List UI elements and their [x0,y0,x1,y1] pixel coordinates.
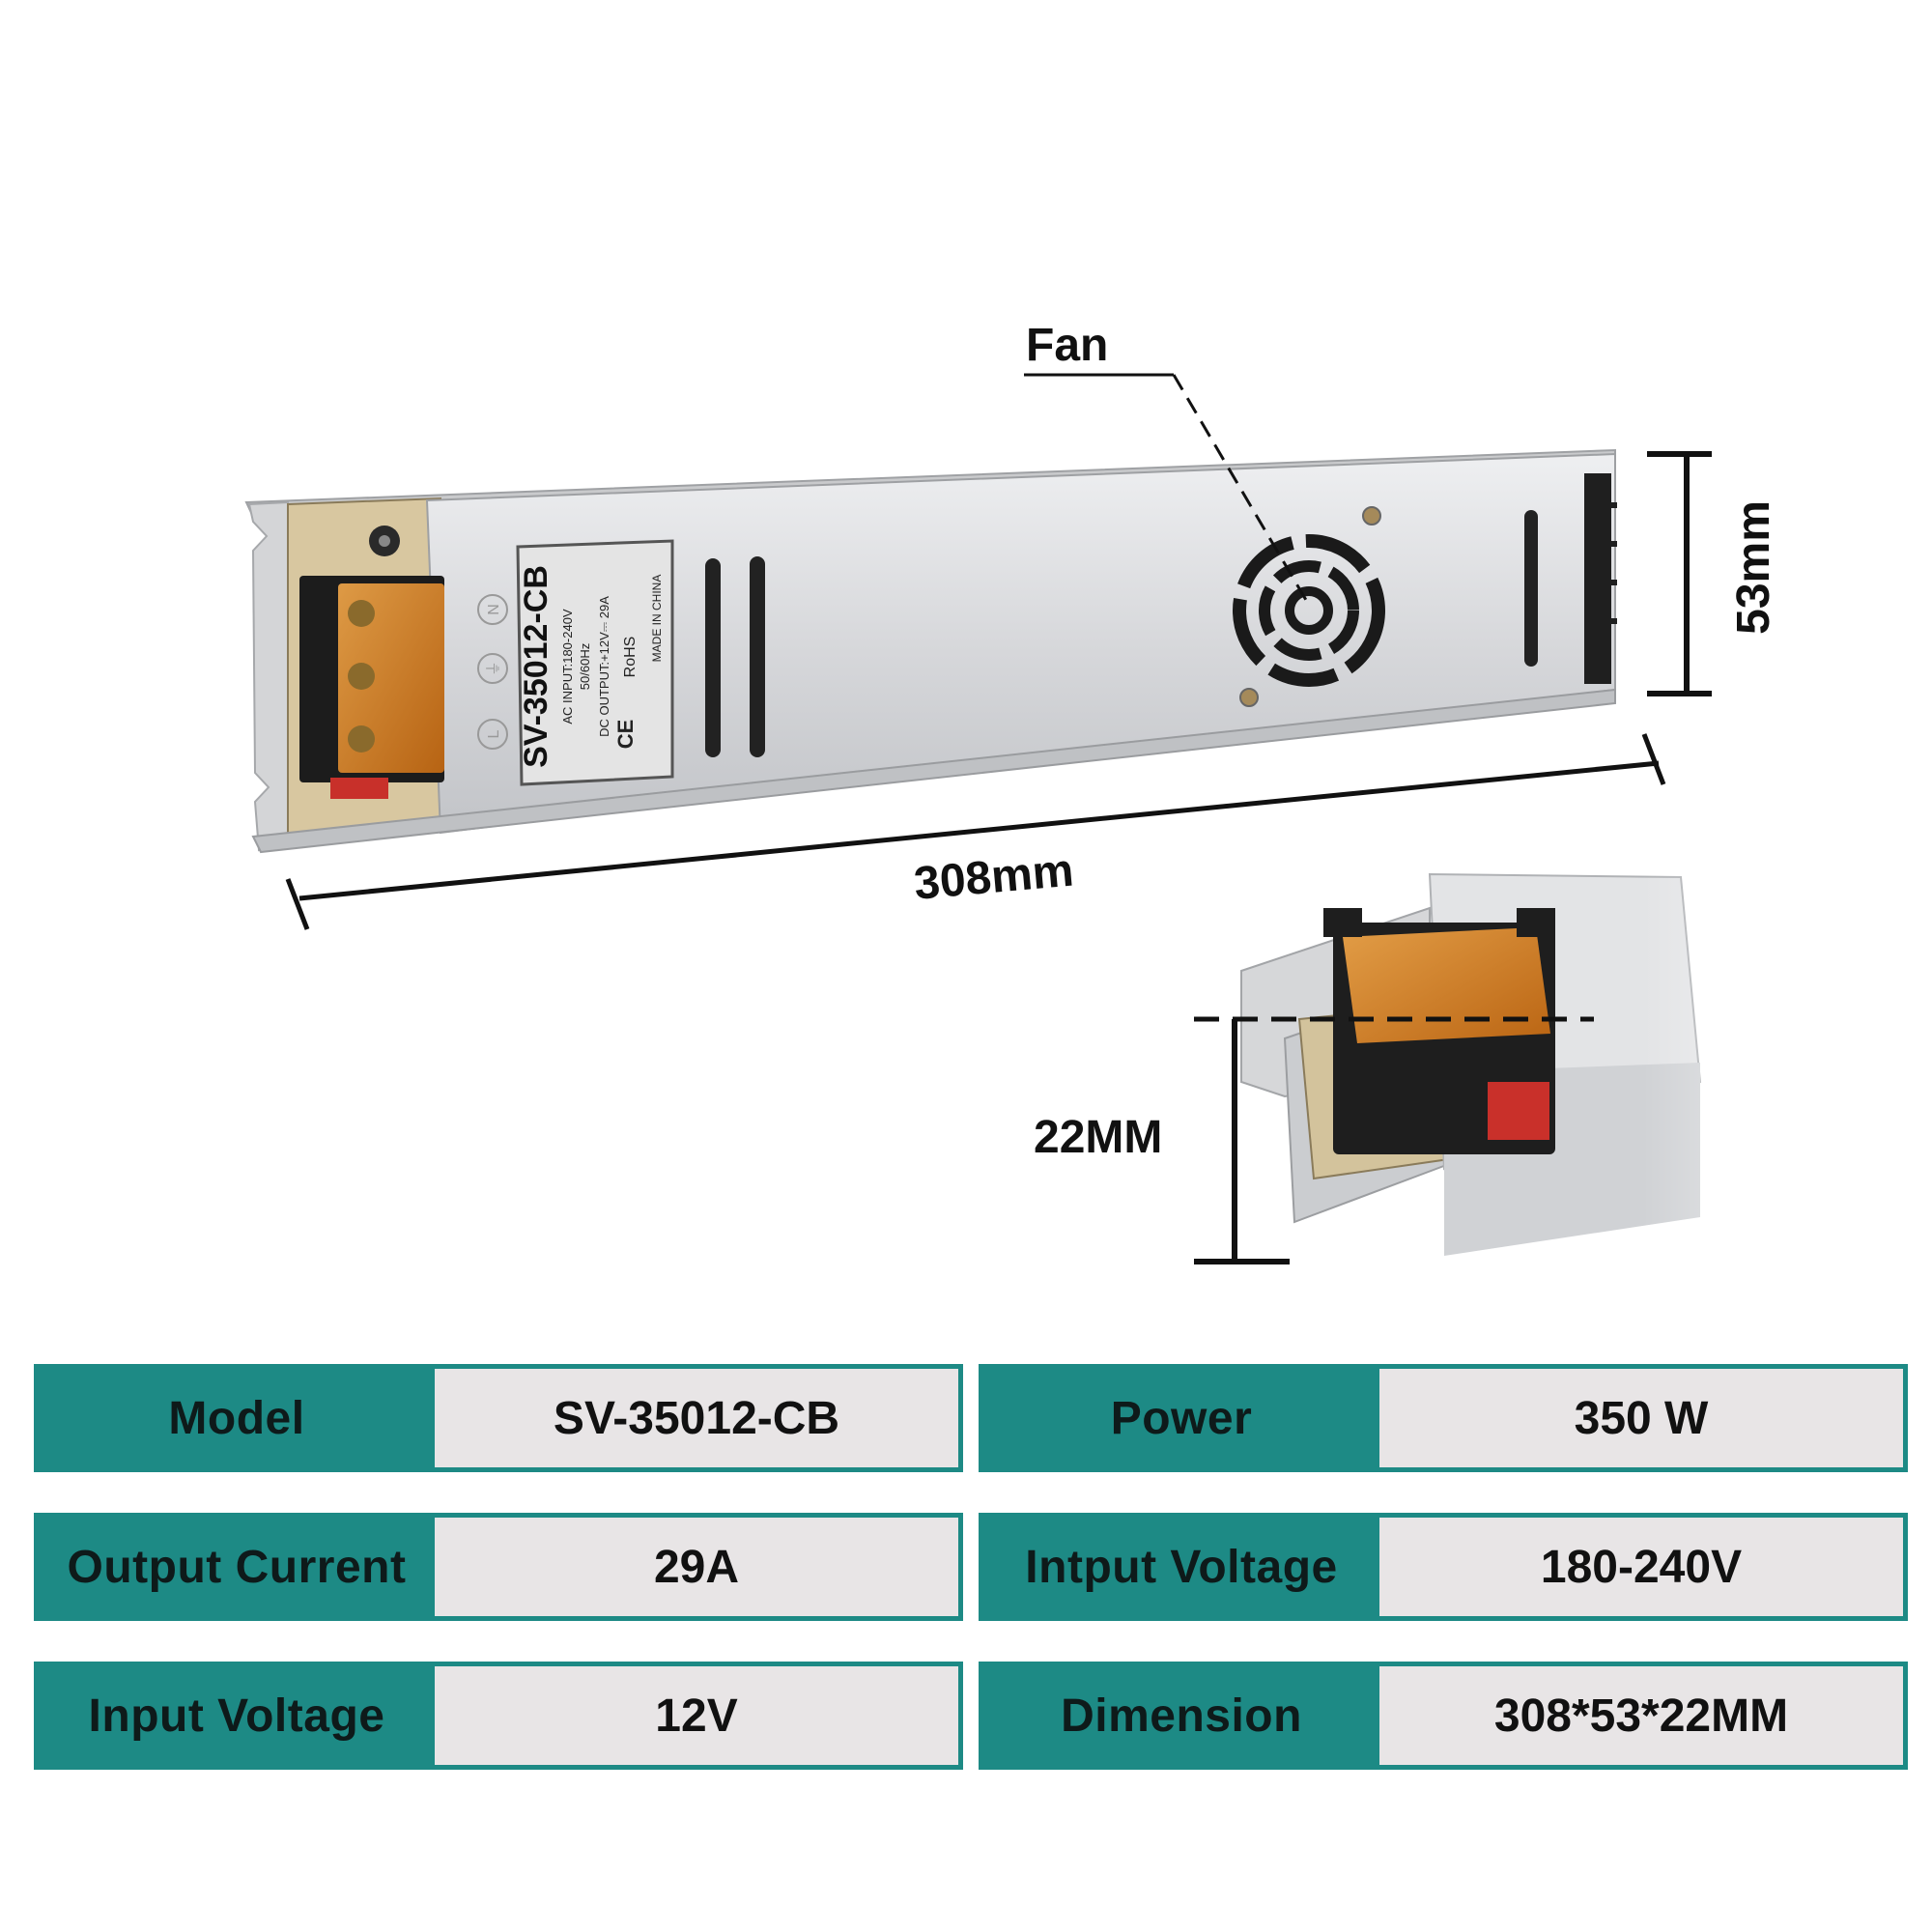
length-dimension-line [285,733,1666,930]
spec-row-model: Model SV-35012-CB [34,1364,963,1472]
width-label: 53mm [1727,500,1779,635]
terminal-n: N [486,604,502,615]
fan-label: Fan [1026,320,1109,371]
spec-row-dimension: Dimension 308*53*22MM [979,1662,1908,1770]
rohs-mark: RoHS [622,637,639,678]
spec-value: 180-240V [1379,1518,1903,1616]
width-dimension-line [1647,451,1712,696]
spec-value: 12V [435,1666,958,1765]
terminal-l: L [486,729,502,738]
label-input: AC INPUT:180-240V [560,609,575,724]
spec-row-input-voltage: Input Voltage 12V [34,1662,963,1770]
spec-value: SV-35012-CB [435,1369,958,1467]
label-plate: SV-35012-CB AC INPUT:180-240V 50/60Hz DC… [516,539,674,786]
product-figure: N ⏚ L SV-35012-CB AC INPUT:180-240V 50/6… [244,373,1932,1264]
power-supply-main: N ⏚ L SV-35012-CB AC INPUT:180-240V 50/6… [244,448,1617,854]
spec-key: Power [1110,1392,1253,1444]
spec-row-intput-voltage: Intput Voltage 180-240V [979,1513,1908,1621]
spec-key: Model [168,1392,305,1444]
ce-mark: CE [613,720,638,750]
terminal-ground: ⏚ [485,661,502,676]
label-frequency: 50/60Hz [578,643,592,690]
terminal-symbols: N ⏚ L [477,594,508,750]
fan-callout [1024,373,1312,608]
terminal-block [299,526,444,799]
vent-slots [705,510,1538,757]
label-model: SV-35012-CB [518,565,554,768]
spec-value: 29A [435,1518,958,1616]
spec-row-output-current: Output Current 29A [34,1513,963,1621]
spec-row-power: Power 350 W [979,1364,1908,1472]
spec-key: Dimension [1061,1690,1302,1742]
spec-key: Input Voltage [88,1690,385,1742]
right-terminals [1584,473,1617,684]
spec-key: Intput Voltage [1025,1541,1338,1593]
label-origin: MADE IN CHINA [650,575,664,663]
spec-value: 308*53*22MM [1379,1666,1903,1765]
label-output: DC OUTPUT:+12V⎓ 29A [597,596,611,737]
end-closeup [1240,831,1932,1256]
spec-value: 350 W [1379,1369,1903,1467]
height-dimension-line [1194,1016,1594,1264]
height-label: 22MM [1034,1112,1163,1163]
fan-grille [1233,506,1385,707]
spec-key: Output Current [67,1541,407,1593]
